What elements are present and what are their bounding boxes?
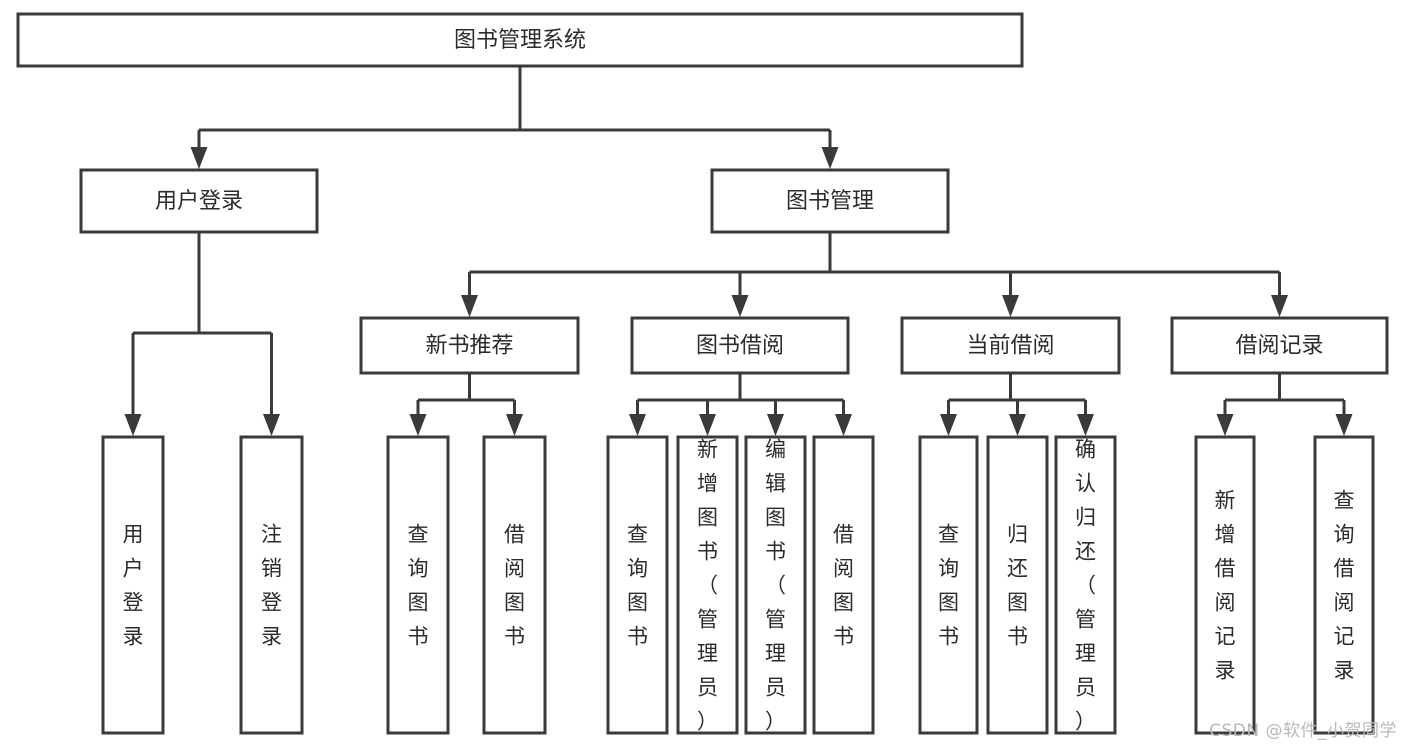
node-label: 归还图书 [1007,522,1028,648]
node-leaf-logout[interactable]: 注销登录 [239,435,304,735]
arrow-head-icon [190,147,208,169]
arrow-head-icon [1002,295,1019,317]
arrow-head-icon [940,414,957,436]
node-label: 查询图书 [408,522,429,648]
node-label: 图书借阅 [696,334,784,359]
node-leaf-borrow-book-b[interactable]: 借阅图书 [812,435,875,735]
node-box [1313,435,1375,735]
node-root[interactable]: 图书管理系统 [16,12,1024,68]
node-box [1194,435,1256,735]
node-borrow-record[interactable]: 借阅记录 [1170,316,1389,375]
arrow-head-icon [699,414,716,436]
node-label: 当前借阅 [966,334,1054,359]
node-leaf-query-book-a[interactable]: 查询图书 [386,435,450,735]
node-box [16,12,1024,68]
node-new-book-rec[interactable]: 新书推荐 [359,316,580,375]
arrow-head-icon [1216,414,1234,436]
arrow-head-icon [263,414,280,436]
node-leaf-query-record[interactable]: 查询借阅记录 [1313,435,1375,735]
node-label: 查询借阅记录 [1334,488,1355,682]
node-box [101,435,165,735]
node-label: 查询图书 [938,522,959,648]
node-label: 新书推荐 [425,334,513,359]
node-label: 用户登录 [123,522,144,648]
arrow-head-icon [409,414,427,436]
arrow-head-icon [124,414,142,436]
node-leaf-confirm-return[interactable]: 确认归还（管理员） [1054,435,1117,735]
arrow-head-icon [506,414,523,436]
node-book-manage[interactable]: 图书管理 [710,168,950,234]
node-label: 借阅记录 [1235,334,1323,359]
arrow-head-icon [835,414,852,436]
node-box [710,168,950,234]
node-leaf-query-book-b[interactable]: 查询图书 [606,435,669,735]
node-box [1054,435,1117,735]
node-box [79,168,319,234]
node-box [630,316,850,375]
node-box [918,435,979,735]
node-box [359,316,580,375]
node-leaf-borrow-book-a[interactable]: 借阅图书 [482,435,547,735]
node-box [239,435,304,735]
node-leaf-add-book[interactable]: 新增图书（管理员） [676,435,739,735]
arrow-head-icon [1271,295,1288,317]
node-leaf-query-book-c[interactable]: 查询图书 [918,435,979,735]
node-label: 注销登录 [261,522,282,648]
node-label: 借阅图书 [833,522,854,648]
node-box [676,435,739,735]
csdn-watermark: CSDN @软件_小贺同学 [1209,721,1397,741]
node-layer: 图书管理系统用户登录图书管理新书推荐图书借阅当前借阅借阅记录用户登录注销登录查询… [16,12,1389,735]
arrow-head-icon [1077,414,1094,436]
node-book-borrow[interactable]: 图书借阅 [630,316,850,375]
node-box [1170,316,1389,375]
node-label: 确认归还（管理员） [1075,437,1096,733]
node-label: 查询图书 [627,522,648,648]
node-box [606,435,669,735]
node-user-login[interactable]: 用户登录 [79,168,319,234]
node-box [482,435,547,735]
node-label: 图书管理 [786,189,874,214]
node-box [986,435,1049,735]
node-leaf-add-record[interactable]: 新增借阅记录 [1194,435,1256,735]
arrow-head-icon [767,414,784,436]
arrow-head-icon [1335,414,1353,436]
node-label: 编辑图书（管理员） [765,437,786,733]
node-box [900,316,1121,375]
node-box [812,435,875,735]
node-box [744,435,807,735]
arrow-head-icon [731,295,749,317]
arrow-head-icon [461,295,478,317]
node-box [386,435,450,735]
node-leaf-return-book[interactable]: 归还图书 [986,435,1049,735]
arrow-head-icon [821,147,839,169]
node-leaf-edit-book[interactable]: 编辑图书（管理员） [744,435,807,735]
node-label: 图书管理系统 [454,28,586,53]
node-label: 新增图书（管理员） [697,437,718,733]
node-label: 新增借阅记录 [1215,488,1236,682]
connector-layer [124,66,1353,436]
node-current-borrow[interactable]: 当前借阅 [900,316,1121,375]
arrow-head-icon [1009,414,1026,436]
node-label: 用户登录 [155,189,243,214]
node-label: 借阅图书 [504,522,525,648]
arrow-head-icon [629,414,646,436]
node-leaf-user-login[interactable]: 用户登录 [101,435,165,735]
